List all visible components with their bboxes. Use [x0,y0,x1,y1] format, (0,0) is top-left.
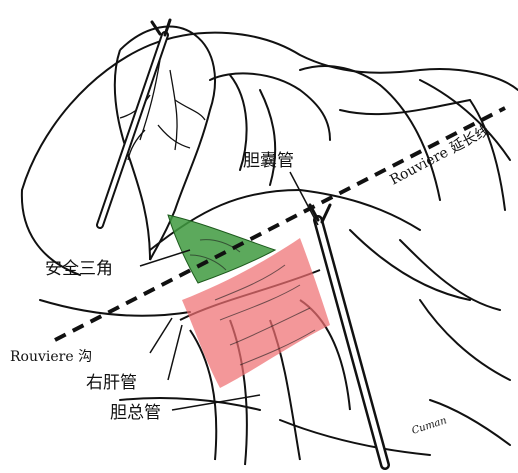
grasper-lower [310,205,385,465]
label-right-hepatic-duct: 右肝管 [86,373,137,393]
artist-signature: Cuman [411,415,449,437]
label-safe-triangle: 安全三角 [45,259,113,279]
label-common-bile-duct: 胆总管 [110,403,161,423]
label-rouviere-sulcus: Rouviere 沟 [10,349,92,365]
grasper-upper [100,20,170,225]
label-rouviere-extension: Rouviere 延长线 [387,123,492,189]
label-cystic-duct: 胆囊管 [243,151,294,171]
